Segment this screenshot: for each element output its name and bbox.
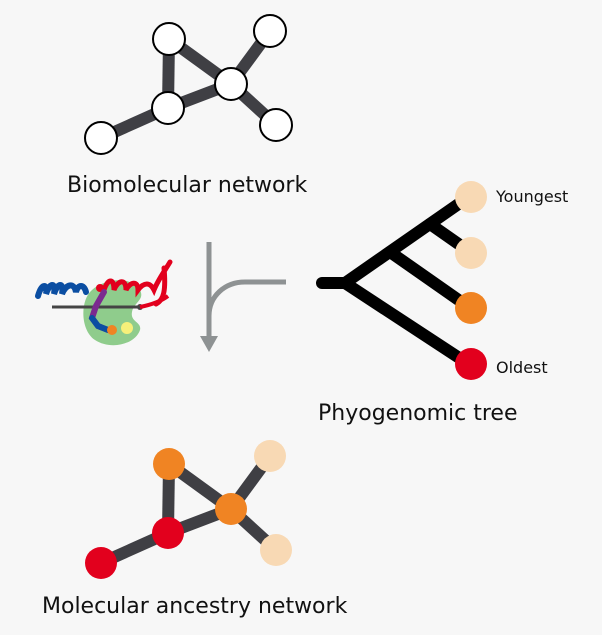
phylogenomic-tree-label: Phyogenomic tree — [318, 401, 517, 426]
phylogenomic-tree — [316, 190, 476, 371]
network-node — [215, 493, 247, 525]
molecular-ancestry-network — [85, 440, 292, 579]
network-node — [214, 67, 248, 101]
network-node — [260, 534, 292, 566]
flow-arrow-icon — [200, 242, 286, 352]
molecular-ancestry-network-label: Molecular ancestry network — [42, 594, 348, 619]
network-node — [151, 91, 185, 125]
tree-leaf-oldest — [455, 348, 487, 380]
network-node — [85, 547, 117, 579]
network-node — [152, 22, 186, 56]
network-node — [153, 448, 185, 480]
tree-leaf-youngest-2 — [455, 237, 487, 269]
biomolecular-network — [84, 14, 293, 155]
oldest-label: Oldest — [496, 358, 548, 377]
logo-text-net — [101, 259, 173, 307]
network-node — [254, 440, 286, 472]
tree-leaf-youngest-1 — [455, 181, 487, 213]
network-node — [259, 108, 293, 142]
biomolecular-network-label: Biomolecular network — [67, 173, 307, 198]
tree-leaf-middle — [455, 292, 487, 324]
network-node — [152, 517, 184, 549]
network-node — [253, 14, 287, 48]
network-node — [84, 121, 118, 155]
youngest-label: Youngest — [495, 187, 568, 206]
manet-logo — [35, 259, 173, 346]
logo-text-ma — [35, 282, 89, 299]
